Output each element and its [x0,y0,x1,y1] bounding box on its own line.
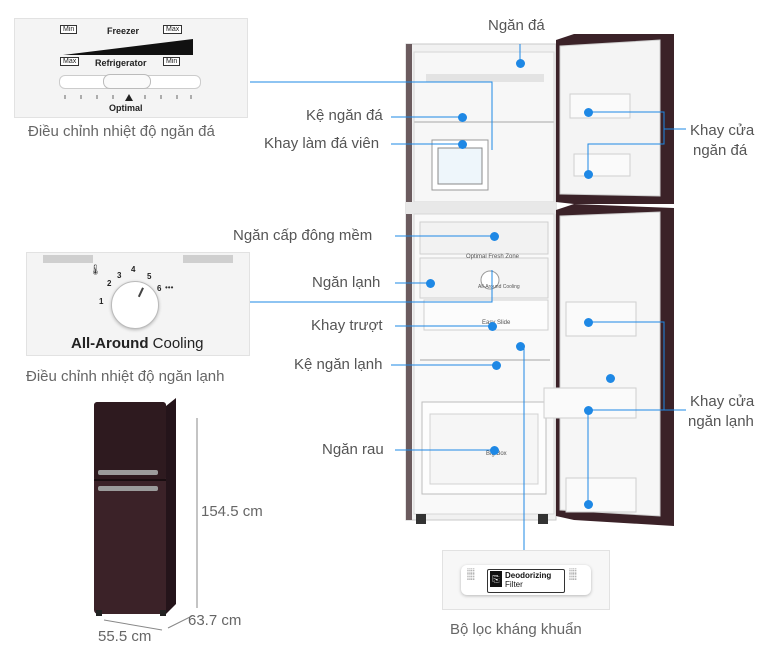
filter-text-line2: Filter [505,580,523,589]
fridge-exterior-illustration [94,398,176,616]
width-dimension: 55.5 cm [98,628,152,645]
refrigerator-title: Refrigerator [95,58,147,68]
dot-khay-cua-da-1 [583,107,593,117]
filter-vent-right: ⁞⁞⁞⁞⁞⁞⁞⁞ [569,569,577,582]
dial-number-5: 5 [147,272,152,281]
all-around-cooling-brand: All-Around Cooling [71,335,204,352]
dot-ke-ngan-lanh [491,360,501,370]
dot-bo-loc [515,341,525,351]
open-fridge-illustration [405,34,674,526]
filter-icon: ⎘ [490,571,502,587]
label-khay-truot: Khay trượt [311,317,383,334]
dot-ngan-lanh [425,278,435,288]
dial-number-4: 4 [131,265,136,274]
label-khay-cua-da-line1: Khay cửa [690,122,755,139]
freezer-control-panel: Min Freezer Max Max Refrigerator Min Opt… [14,18,248,118]
all-around-cooling-text: All-Around Cooling [478,284,520,290]
dot-khay-cua-lanh-1 [583,317,593,327]
freezer-max-label: Max [163,25,183,34]
dimension-lines [103,418,198,631]
panel-vent-right [183,255,233,263]
label-khay-cua-da-line2: ngăn đá [693,142,748,159]
label-ngan-rau: Ngăn rau [322,441,384,458]
dot-ngan-cap-dong [489,231,499,241]
dot-khay-cua-da-2 [583,169,593,179]
fridge-control-panel: 🌡 1 2 3 4 5 6 ••• All-Around Cooling [26,252,250,356]
refrigerator-min-label: Min [163,57,181,66]
dial-number-3: 3 [117,271,122,280]
freezer-control-caption: Điều chỉnh nhiệt độ ngăn đá [28,123,215,140]
refrigerator-max-label: Max [60,57,80,66]
dot-ngan-rau [489,445,499,455]
height-dimension: 154.5 cm [201,503,263,520]
dot-ke-ngan-da [457,112,467,122]
brand-bold-text: All-Around [71,335,149,352]
freezer-min-label: Min [60,25,78,34]
dial-number-6: 6 [157,284,162,293]
filter-caption: Bộ lọc kháng khuẩn [450,621,582,638]
label-khay-cua-lanh-line2: ngăn lạnh [688,413,754,430]
deodorizing-filter-panel: ⁞⁞⁞⁞⁞⁞⁞⁞ ⁞⁞⁞⁞⁞⁞⁞⁞ ⎘ Deodorizing Filter [442,550,610,610]
dial-dots: ••• [165,283,174,292]
dot-khay-lam-da [457,139,467,149]
label-ngan-da: Ngăn đá [488,17,545,34]
temperature-gradient-wedge [63,39,193,55]
optimal-fresh-zone-text: Optimal Fresh Zone [466,254,520,260]
freezer-slider-thumb[interactable] [103,74,151,89]
temperature-dial[interactable] [111,281,159,329]
dot-khay-truot [487,321,497,331]
label-ngan-lanh: Ngăn lạnh [312,274,381,291]
dot-khay-cua-lanh-3 [583,405,593,415]
label-ngan-cap-dong: Ngăn cấp đông mềm [233,227,373,244]
dial-number-2: 2 [107,279,112,288]
depth-dimension: 63.7 cm [188,612,242,629]
filter-vent-left: ⁞⁞⁞⁞⁞⁞⁞⁞ [467,569,475,582]
filter-text-line1: Deodorizing [505,571,552,580]
label-khay-lam-da: Khay làm đá viên [264,135,380,152]
label-khay-cua-lanh-line1: Khay cửa [690,393,755,410]
label-ke-ngan-da: Kệ ngăn đá [306,107,383,124]
dial-number-1: 1 [99,297,104,306]
thermometer-icon: 🌡 [89,265,102,276]
dot-khay-cua-lanh-4 [583,499,593,509]
slider-tick-marks [64,94,192,101]
dot-ngan-da [515,58,525,68]
panel-vent-left [43,255,93,263]
label-ke-ngan-lanh: Kệ ngăn lạnh [294,356,383,373]
optimal-label: Optimal [109,103,143,113]
freezer-title: Freezer [107,26,140,36]
fridge-control-caption: Điều chỉnh nhiệt độ ngăn lạnh [26,368,225,385]
brand-light-text: Cooling [152,335,204,352]
dot-khay-cua-lanh-2 [605,373,615,383]
